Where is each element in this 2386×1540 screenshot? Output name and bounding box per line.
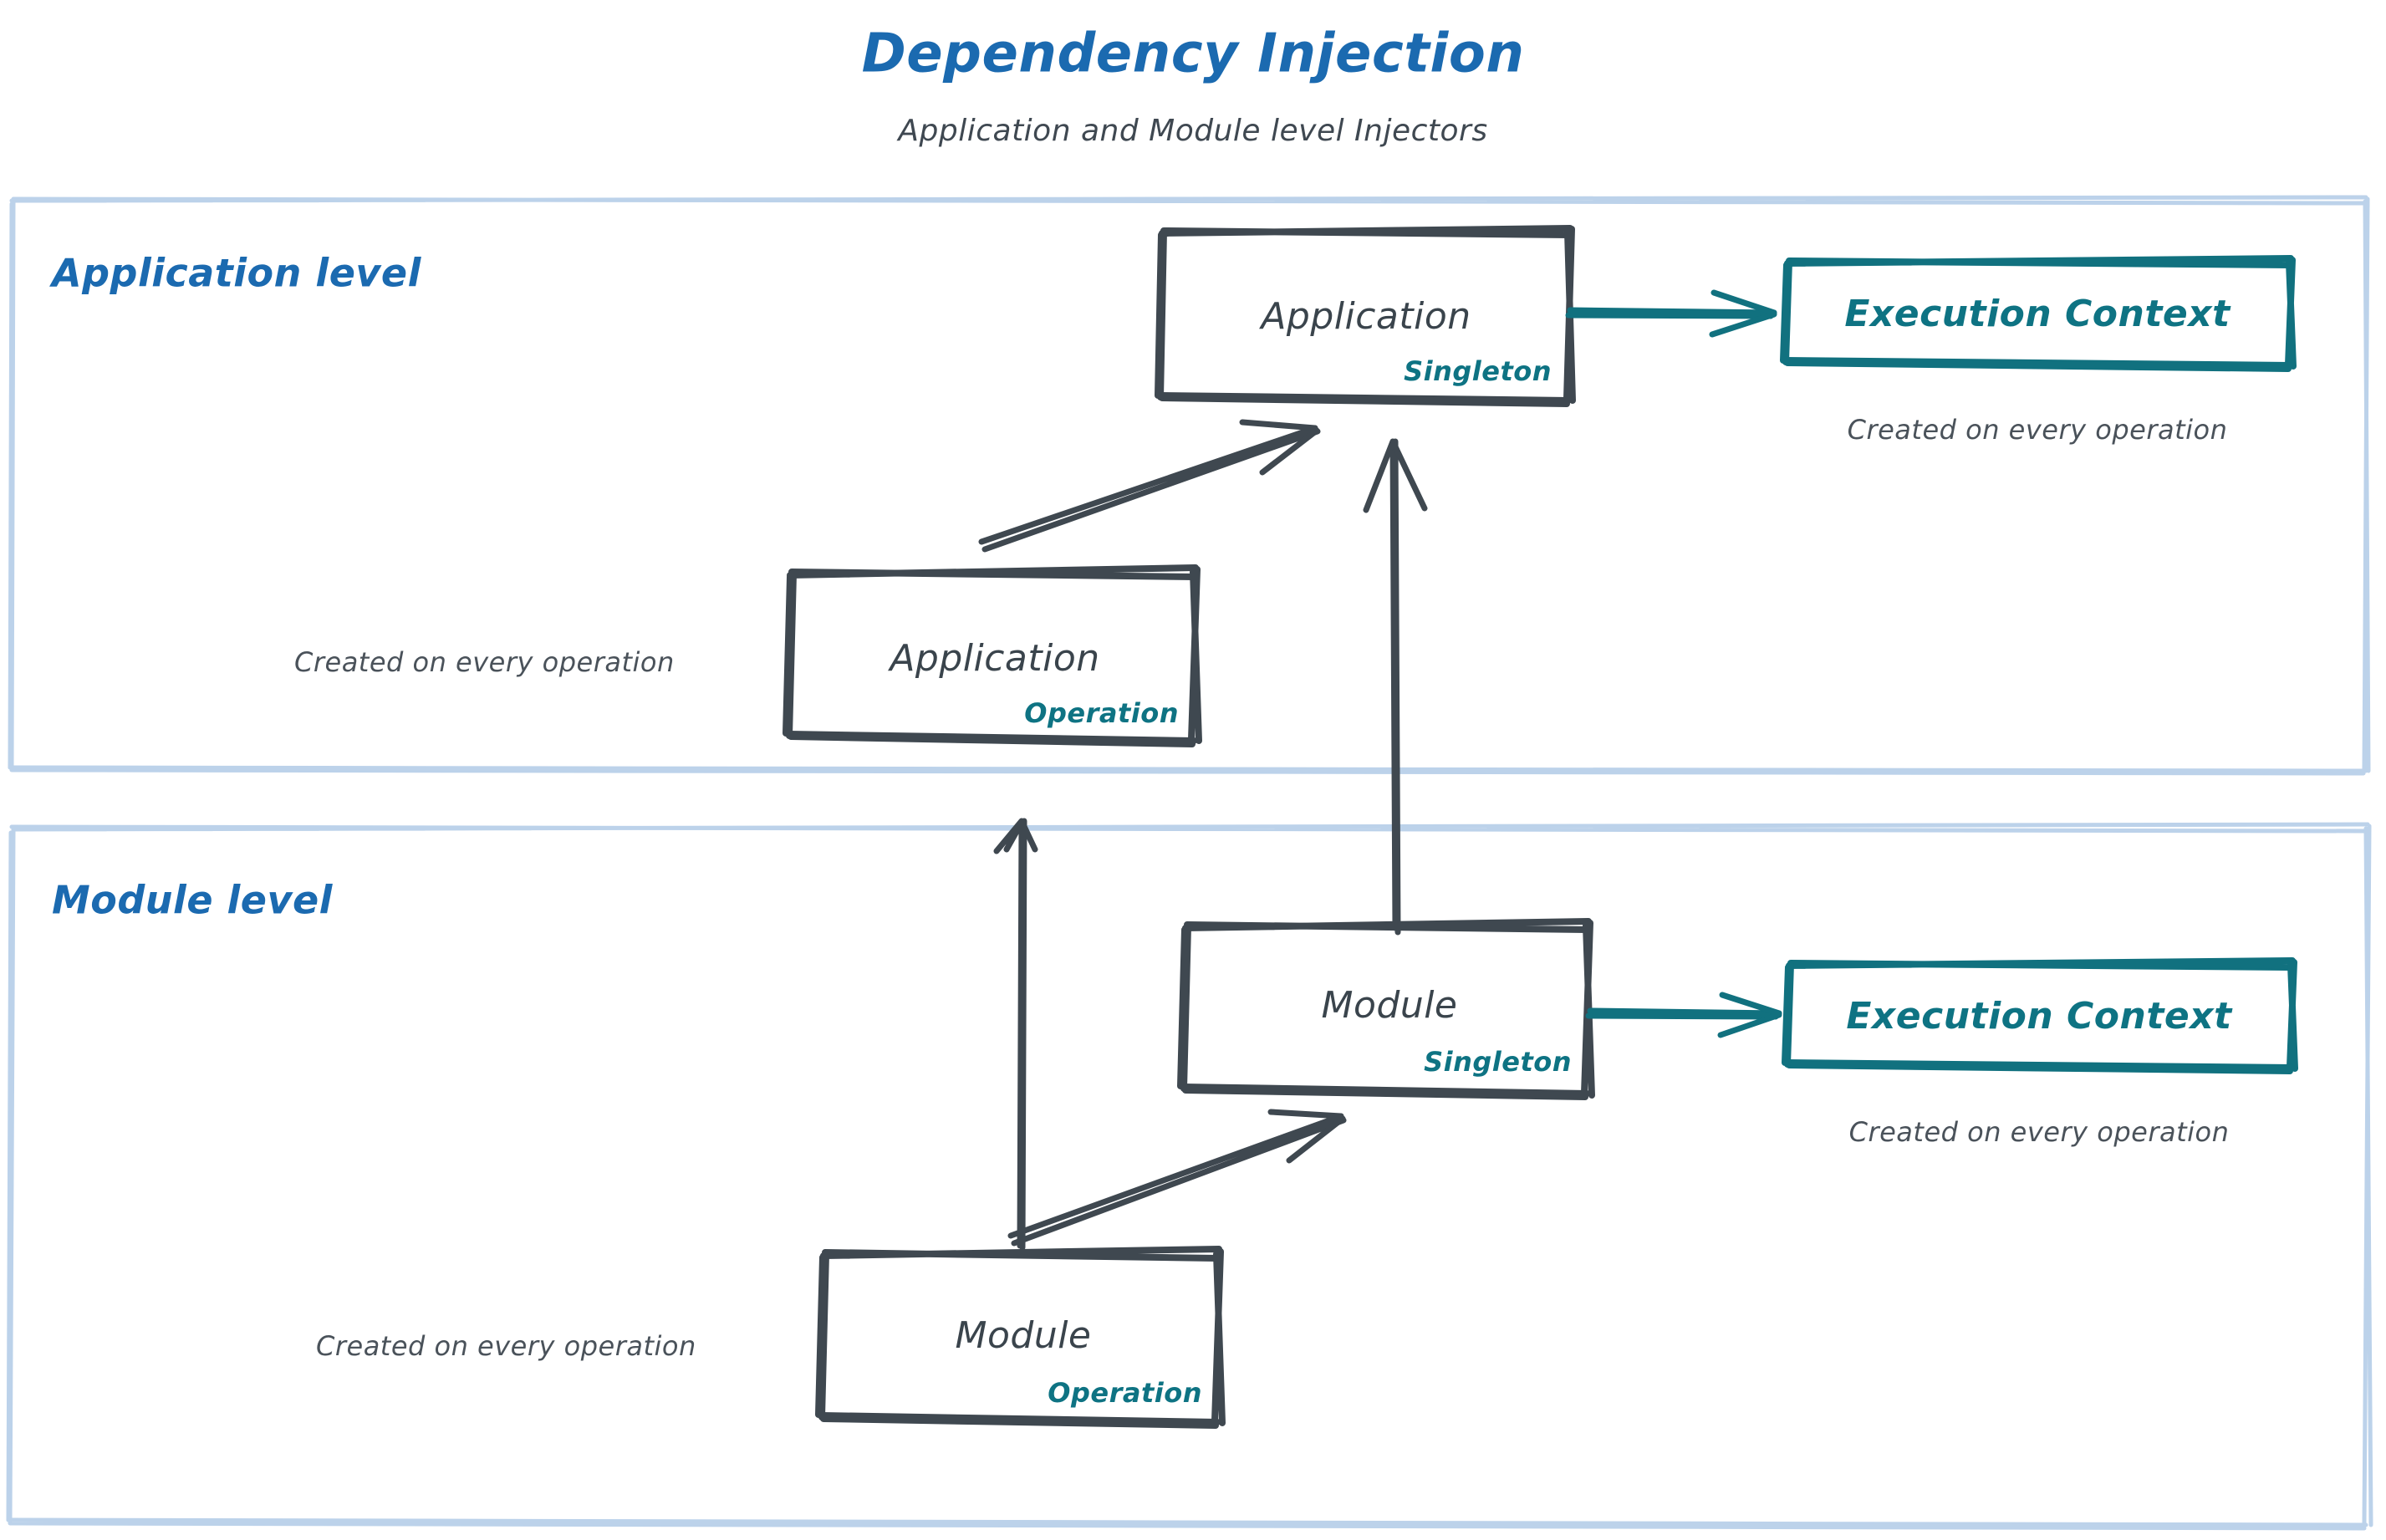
edge-line bbox=[1565, 307, 1777, 319]
node-border-left bbox=[1177, 923, 1191, 1092]
node-border-left bbox=[1780, 258, 1792, 365]
node-title: Execution Context bbox=[1846, 995, 2233, 1038]
node-border-top bbox=[1784, 255, 2294, 268]
container-right-edge bbox=[2362, 196, 2371, 773]
node-application-execution-context[interactable]: Execution Context bbox=[1780, 255, 2297, 372]
container-module-level: Module level bbox=[6, 822, 2373, 1531]
node-border-left bbox=[815, 1251, 829, 1420]
node-border-top bbox=[1182, 918, 1592, 933]
node-border-right bbox=[1211, 1248, 1226, 1426]
node-border-left bbox=[1782, 961, 1794, 1068]
node-border-right bbox=[1188, 566, 1202, 744]
container-top-edge bbox=[9, 822, 2370, 834]
node-scope-badge: Singleton bbox=[1424, 1046, 1572, 1078]
node-border-left bbox=[1155, 228, 1167, 400]
note-module-execution-context: Created on every operation bbox=[1849, 1116, 2230, 1148]
arrowhead bbox=[1709, 289, 1777, 338]
edge-app-operation-to-app-singleton bbox=[978, 419, 1321, 553]
edge-module-operation-to-app-operation bbox=[993, 818, 1038, 1251]
node-border-bottom bbox=[1157, 392, 1572, 407]
container-top-edge bbox=[9, 195, 2368, 206]
node-border-bottom bbox=[1784, 1059, 2295, 1074]
node-border-bottom bbox=[786, 731, 1197, 747]
node-title: Execution Context bbox=[1844, 293, 2231, 335]
node-module-operation[interactable]: Module Operation bbox=[815, 1246, 1226, 1429]
edge-app-singleton-to-app-execution-context bbox=[1565, 289, 1777, 338]
container-label-module-level: Module level bbox=[52, 878, 334, 923]
arrowhead bbox=[1363, 438, 1428, 513]
node-scope-badge: Singleton bbox=[1404, 355, 1552, 387]
node-module-execution-context[interactable]: Execution Context bbox=[1782, 957, 2298, 1074]
node-border-bottom bbox=[1782, 357, 2293, 372]
node-application-operation[interactable]: Application Operation bbox=[783, 564, 1202, 747]
container-application-level: Application level bbox=[8, 195, 2371, 776]
edge-line bbox=[1389, 438, 1401, 936]
node-border-top bbox=[1786, 957, 2296, 971]
container-bottom-edge bbox=[6, 1517, 2368, 1531]
node-title: Application bbox=[1258, 295, 1471, 338]
diagram-header: Dependency Injection Application and Mod… bbox=[862, 23, 1525, 148]
node-border-bottom bbox=[1180, 1084, 1590, 1100]
edge-module-singleton-to-app-singleton bbox=[1363, 438, 1428, 936]
edge-line bbox=[1007, 1113, 1347, 1247]
page-subtitle: Application and Module level Injectors bbox=[896, 114, 1487, 148]
node-title: Module bbox=[1322, 984, 1458, 1027]
edge-module-singleton-to-module-execution-context bbox=[1585, 992, 1782, 1038]
node-border-top bbox=[1159, 225, 1573, 238]
node-border-right bbox=[2287, 959, 2298, 1072]
node-module-singleton[interactable]: Module Singleton bbox=[1177, 918, 1595, 1100]
node-border-top bbox=[820, 1246, 1222, 1262]
node-scope-badge: Operation bbox=[1024, 697, 1179, 729]
node-title: Application bbox=[887, 637, 1099, 680]
node-border-bottom bbox=[818, 1412, 1221, 1429]
container-label-application-level: Application level bbox=[49, 251, 422, 296]
edge-line bbox=[978, 425, 1321, 553]
arrowhead bbox=[1717, 992, 1782, 1038]
arrowhead bbox=[1239, 419, 1320, 476]
note-application-operation: Created on every operation bbox=[294, 646, 675, 678]
container-bottom-edge bbox=[8, 765, 2368, 776]
container-left-edge bbox=[6, 827, 16, 1524]
node-application-singleton[interactable]: Application Singleton bbox=[1155, 225, 1576, 407]
node-border-top bbox=[787, 564, 1199, 580]
node-border-right bbox=[2285, 257, 2297, 370]
container-left-edge bbox=[8, 198, 16, 772]
edge-line bbox=[1017, 818, 1027, 1251]
node-title: Module bbox=[956, 1314, 1092, 1357]
node-border-left bbox=[783, 570, 797, 739]
note-module-operation: Created on every operation bbox=[316, 1330, 696, 1362]
page-title: Dependency Injection bbox=[862, 23, 1525, 85]
arrowhead bbox=[1267, 1109, 1346, 1164]
edge-module-operation-to-module-singleton bbox=[1007, 1109, 1347, 1247]
note-application-execution-context: Created on every operation bbox=[1848, 414, 2228, 446]
container-right-edge bbox=[2362, 824, 2373, 1527]
edge-line bbox=[1585, 1007, 1782, 1020]
arrowhead bbox=[993, 818, 1038, 854]
node-scope-badge: Operation bbox=[1048, 1377, 1202, 1409]
